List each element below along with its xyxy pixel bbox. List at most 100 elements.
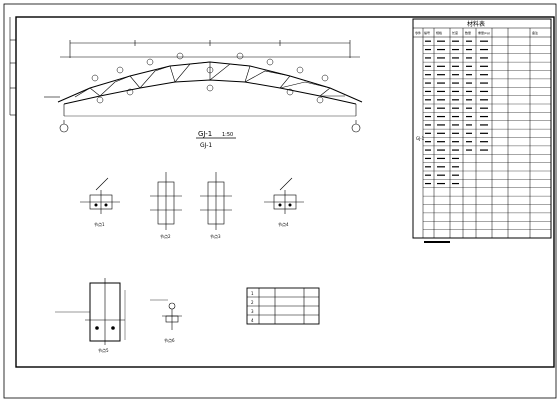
material-table-cell-mark	[466, 107, 472, 109]
truss-elevation	[44, 40, 363, 133]
material-table-title: 材料表	[467, 20, 485, 28]
material-table-cell-mark	[452, 174, 459, 176]
material-table-cell-mark	[466, 124, 472, 126]
material-table-cell-mark	[437, 57, 445, 59]
note-table-row-numbers: 1 2 3 4	[251, 291, 254, 323]
material-table-signature-bar	[424, 241, 450, 243]
note-row-3: 3	[251, 309, 254, 314]
note-row-2: 2	[251, 300, 254, 305]
material-table-cell-mark	[466, 40, 472, 42]
material-table-cell-mark	[425, 132, 431, 134]
material-table-cell-mark	[466, 48, 472, 51]
material-table-cell-mark	[466, 82, 472, 84]
material-table-cell-mark	[425, 74, 431, 76]
material-table-cell-mark	[425, 48, 431, 51]
material-table-header-cell: 规格	[436, 30, 442, 35]
material-table-header-cell: 数量	[465, 30, 471, 35]
material-table-cell-mark	[452, 115, 459, 118]
material-table-cell-mark	[466, 65, 472, 67]
detail-label-6: 节点6	[164, 337, 175, 343]
node-detail-labels: 节点1 节点2 节点3 节点4	[94, 221, 289, 239]
material-table-cell-mark	[480, 48, 488, 51]
material-table-cell-mark	[452, 48, 459, 51]
material-table-cell-mark	[437, 74, 445, 76]
column-base-detail	[55, 278, 126, 345]
material-table-cell-mark	[437, 174, 445, 176]
node-detail-1	[80, 177, 120, 214]
material-table-cell-mark	[425, 90, 431, 93]
material-table-cell-mark	[480, 115, 488, 118]
material-table-cell-mark	[425, 182, 431, 185]
material-table-cell-mark	[466, 57, 472, 59]
material-table-cell-mark	[425, 57, 431, 59]
material-table-cell-mark	[437, 48, 445, 51]
material-table-header-cell: 长度	[452, 30, 458, 35]
material-table-cell-mark	[437, 157, 445, 160]
material-table-cell-mark	[480, 99, 488, 101]
truss-scale: 1:50	[222, 132, 233, 138]
material-table-cell-mark	[452, 74, 459, 76]
material-table-cell-mark	[425, 124, 431, 126]
material-table-cell-mark	[437, 141, 445, 143]
material-table-cell-mark	[480, 132, 488, 134]
detail-label-4: 节点4	[278, 221, 289, 227]
node-detail-4	[264, 177, 304, 214]
material-table-cell-mark	[466, 141, 472, 143]
material-table-cell-mark	[425, 166, 431, 168]
material-table-cell-mark	[425, 65, 431, 67]
material-table-cell-mark	[425, 141, 431, 143]
material-table-cell-mark	[452, 90, 459, 93]
material-table-cell-mark	[480, 40, 488, 42]
note-row-4: 4	[251, 318, 254, 323]
material-table-header-cell: 备注	[532, 30, 538, 35]
material-table-cell-mark	[437, 166, 445, 168]
material-table-cell-mark	[437, 99, 445, 101]
material-table-cell-mark	[452, 99, 459, 101]
material-table-cell-mark	[466, 149, 472, 151]
material-table-cell-mark	[452, 141, 459, 143]
material-table-cell-mark	[425, 174, 431, 176]
detail-label-3: 节点3	[210, 233, 221, 239]
material-table-cell-mark	[425, 99, 431, 101]
material-table-cell-mark	[437, 149, 445, 151]
material-table-cell-mark	[480, 107, 488, 109]
anchor-detail	[150, 299, 182, 330]
material-table-cell-mark	[452, 149, 459, 151]
material-table-cell-mark	[437, 40, 445, 42]
material-table-header-cell: 重量(kg)	[478, 30, 490, 35]
material-table-cell-mark	[480, 141, 488, 143]
material-table-cell-mark	[466, 99, 472, 101]
truss-subtitle: GJ-1	[200, 142, 212, 149]
material-table-cell-mark	[452, 65, 459, 67]
material-table-cell-mark	[452, 57, 459, 59]
material-table-side-label: GJ-1	[416, 136, 425, 141]
material-table-cell-mark	[437, 132, 445, 134]
material-table-cell-mark	[452, 157, 459, 160]
material-table-cell-mark	[437, 124, 445, 126]
material-table-cell-mark	[480, 124, 488, 126]
material-table-cell-mark	[480, 57, 488, 59]
material-table-header-cell: 编号	[424, 30, 430, 35]
material-table-cell-mark	[466, 115, 472, 118]
detail-label-5: 节点5	[98, 347, 109, 353]
material-table-cell-mark	[425, 82, 431, 84]
material-table-cell-mark	[437, 107, 445, 109]
node-detail-3	[200, 172, 232, 230]
material-table-cell-mark	[466, 74, 472, 76]
note-table	[246, 287, 320, 325]
material-table-cell-mark	[452, 107, 459, 109]
material-table-cell-mark	[425, 107, 431, 109]
material-table-cell-mark	[437, 182, 445, 185]
material-table-header: 零件编号规格长度数量重量(kg)备注	[415, 30, 538, 35]
material-table-cell-mark	[480, 90, 488, 93]
material-table-cell-mark	[452, 166, 459, 168]
material-table-cell-mark	[466, 90, 472, 93]
material-table-cell-mark	[452, 82, 459, 84]
material-table-cell-mark	[437, 82, 445, 84]
material-table-cell-mark	[425, 40, 431, 42]
truss-node-markers	[91, 52, 329, 104]
truss-title: GJ-1	[198, 130, 212, 138]
node-detail-2	[150, 172, 182, 230]
material-table-cell-mark	[480, 82, 488, 84]
